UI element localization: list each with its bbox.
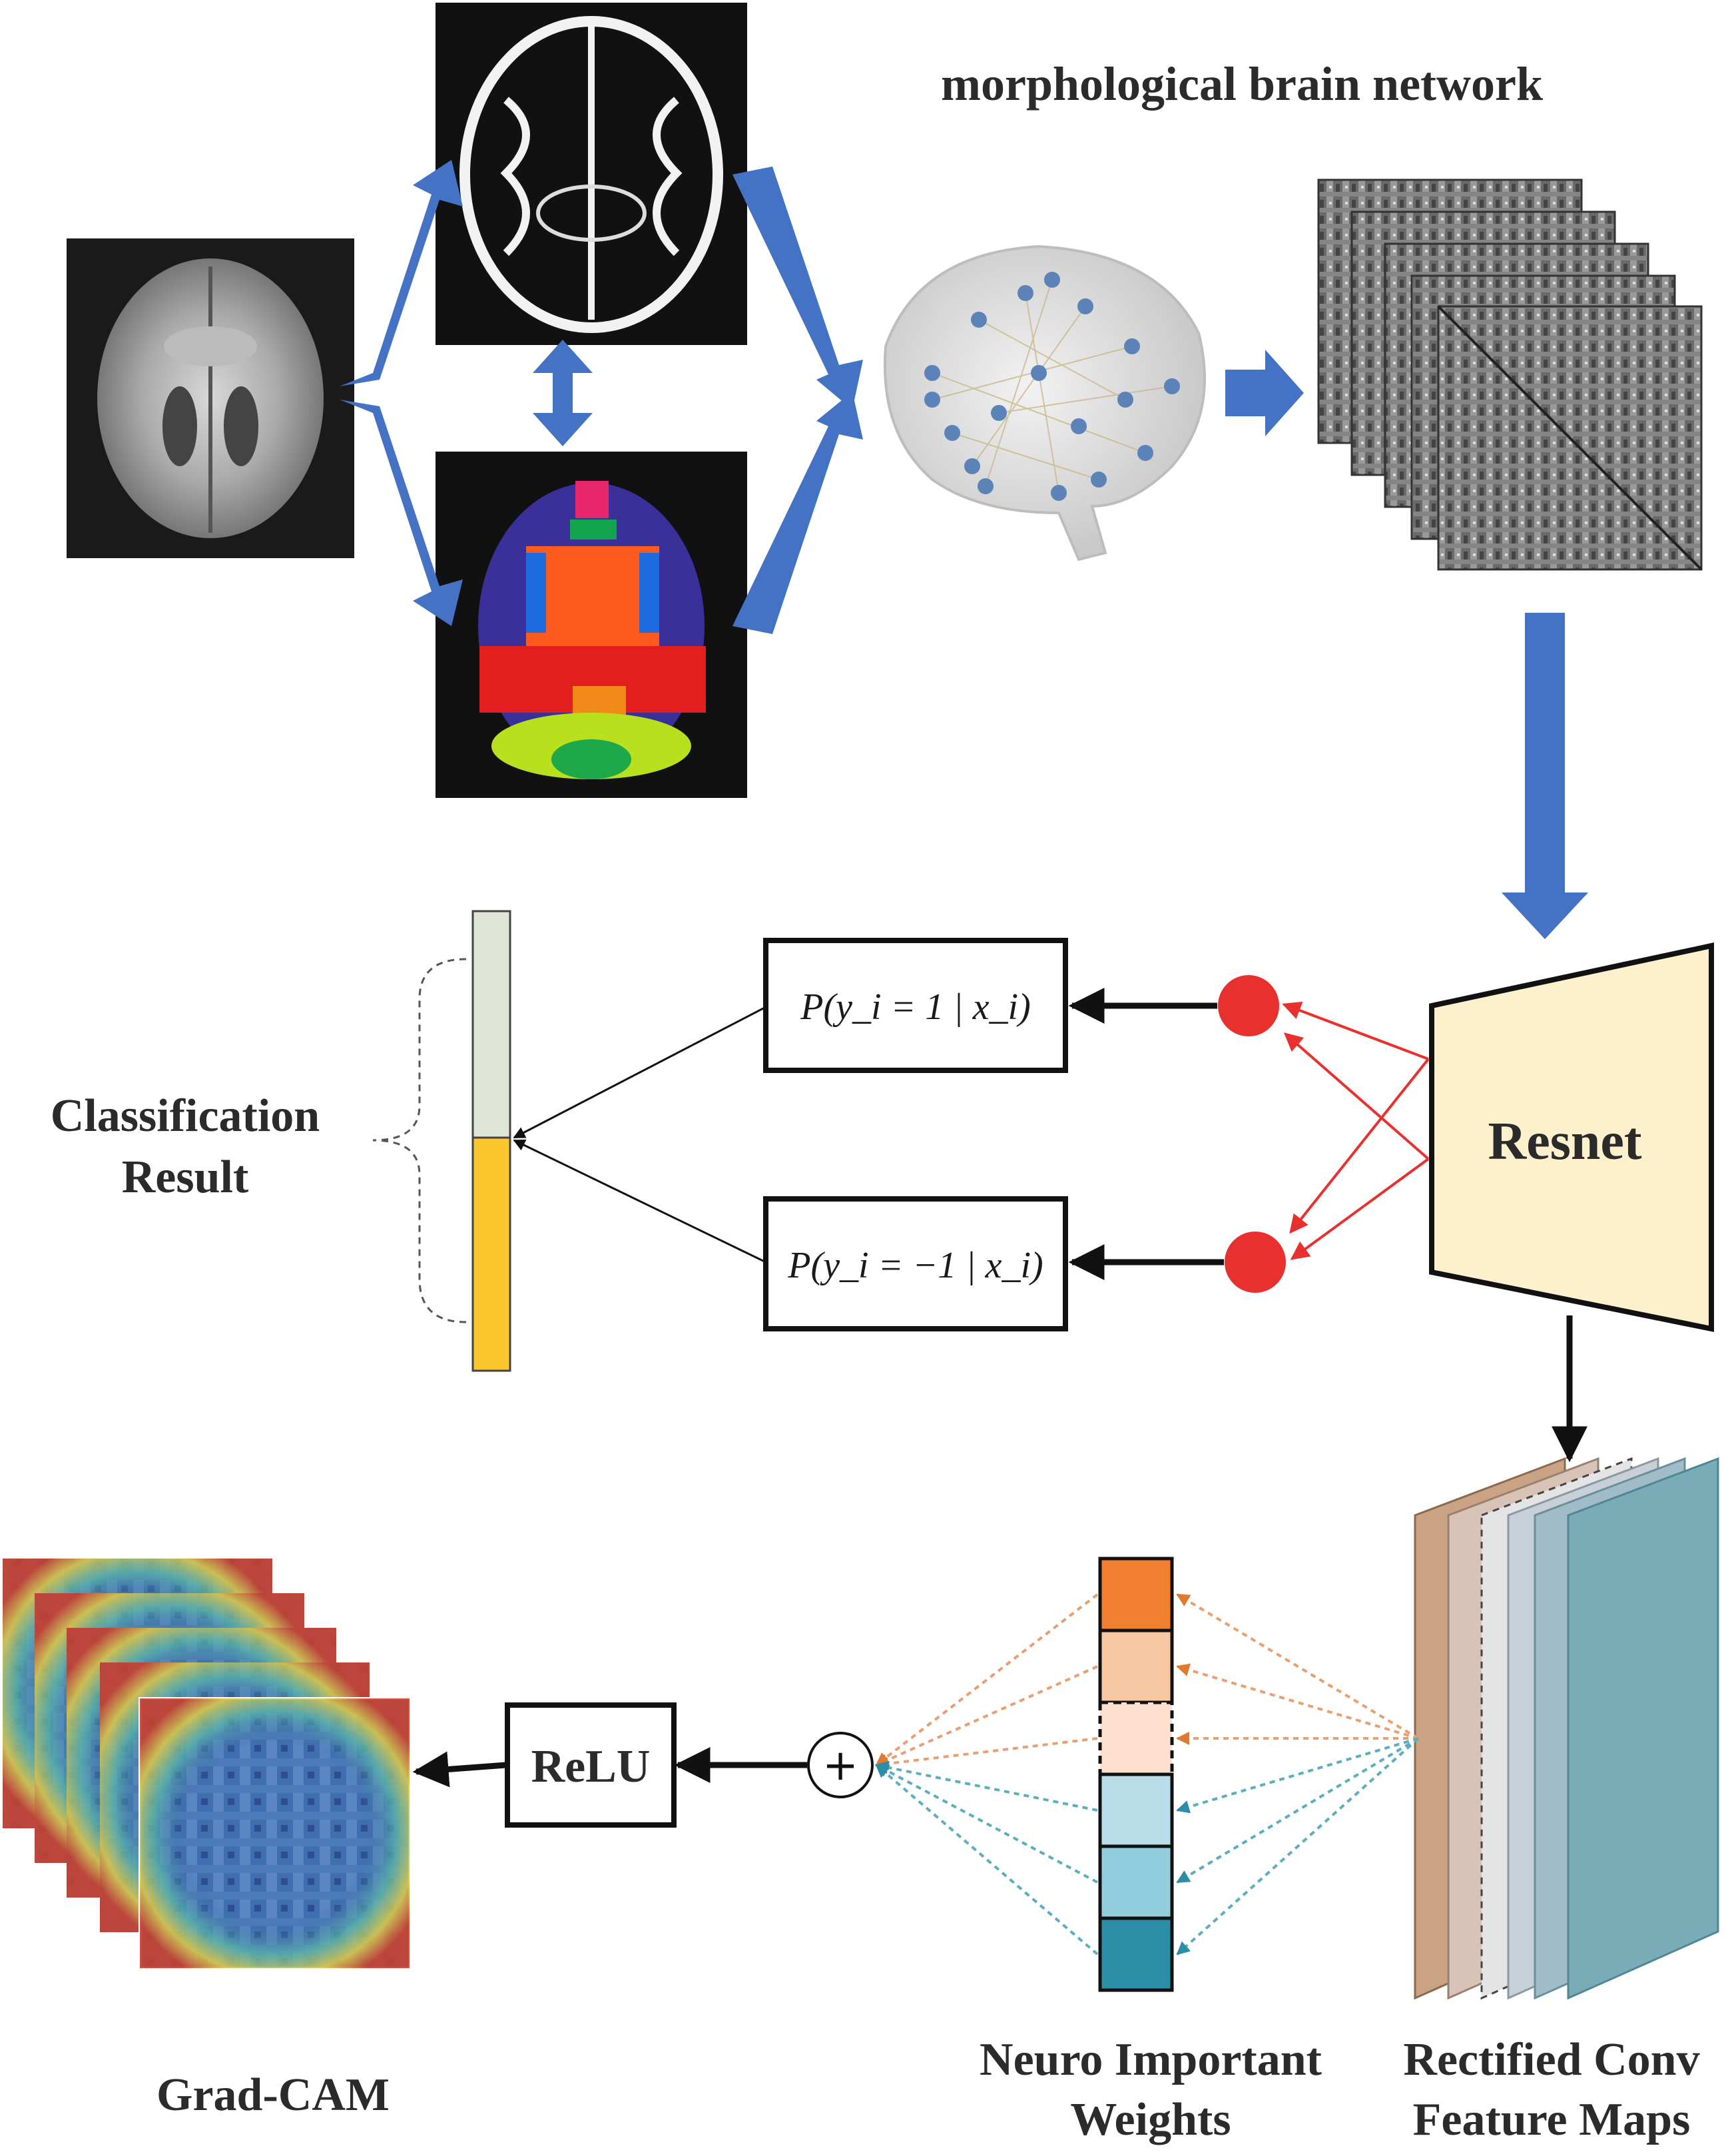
prob-negative-label: P(y_i = −1 | x_i) (787, 1245, 1043, 1286)
gradcam-label: Grad-CAM (156, 2069, 390, 2121)
feature-to-weight-link (1176, 1737, 1419, 1814)
weight-to-sum-link (875, 1593, 1099, 1766)
flow-arrows-top (340, 160, 1588, 939)
feature-maps-label-line2: Feature Maps (1413, 2094, 1691, 2145)
weight-cell (1098, 1844, 1174, 1920)
resnet-block: Resnet (1429, 942, 1714, 1332)
white-matter-segmentation-image (435, 3, 747, 345)
weight-cell (1098, 1557, 1174, 1632)
weights-label-line2: Weights (1070, 2094, 1231, 2145)
feature-map-stack (1414, 1457, 1719, 2000)
connectivity-matrix-stack (1317, 179, 1703, 571)
gradcam-heatmap-stack (3, 1559, 411, 1970)
classification-brace (372, 958, 467, 1323)
feature-to-weight-link (1176, 1737, 1420, 1956)
weight-to-sum-link (875, 1760, 1098, 1812)
output-node-positive (1218, 975, 1279, 1036)
weight-to-sum-link (875, 1737, 1098, 1770)
output-node-negative (1225, 1232, 1286, 1293)
weight-to-sum-link (875, 1764, 1099, 1956)
feature-to-weight-link (1176, 1663, 1419, 1740)
classification-label-line2: Result (122, 1152, 249, 1203)
network-title: morphological brain network (941, 57, 1543, 111)
relu-label: ReLU (531, 1741, 651, 1792)
feature-maps-label-line1: Rectified Conv (1403, 2034, 1699, 2085)
weight-cell (1098, 1772, 1174, 1848)
feature-to-weight-link (1176, 1737, 1420, 1884)
input-mri-image (67, 238, 354, 558)
weight-to-sum-link (875, 1764, 1098, 1884)
atlas-parcellation-image (435, 452, 747, 798)
classification-label-line1: Classification (51, 1090, 320, 1142)
sum-node: + (807, 1732, 874, 1798)
prob-negative-box: P(y_i = −1 | x_i) (763, 1196, 1068, 1331)
weight-connections (875, 1593, 1420, 1956)
relu-box: ReLU (505, 1702, 677, 1828)
resnet-label: Resnet (1488, 1112, 1641, 1171)
weights-label-line1: Neuro Important (980, 2034, 1322, 2085)
prob-positive-label: P(y_i = 1 | x_i) (800, 986, 1031, 1028)
prob-positive-box: P(y_i = 1 | x_i) (763, 938, 1068, 1073)
weight-cell (1098, 1628, 1174, 1704)
classification-bar (471, 910, 511, 1372)
plus-symbol: + (822, 1741, 858, 1790)
glass-brain-network (883, 244, 1206, 561)
weight-cell (1098, 1700, 1174, 1776)
weight-to-sum-link (875, 1665, 1098, 1766)
arrow-prob-negative-to-result (513, 1139, 766, 1263)
resnet-output-connections (1282, 1001, 1430, 1260)
feature-to-weight-link (1176, 1593, 1420, 1740)
arrow-prob-positive-to-result (513, 1006, 766, 1139)
weight-vector (1098, 1557, 1174, 1992)
arrow-relu-to-gradcam (412, 1751, 507, 1788)
weight-cell (1098, 1916, 1174, 1992)
